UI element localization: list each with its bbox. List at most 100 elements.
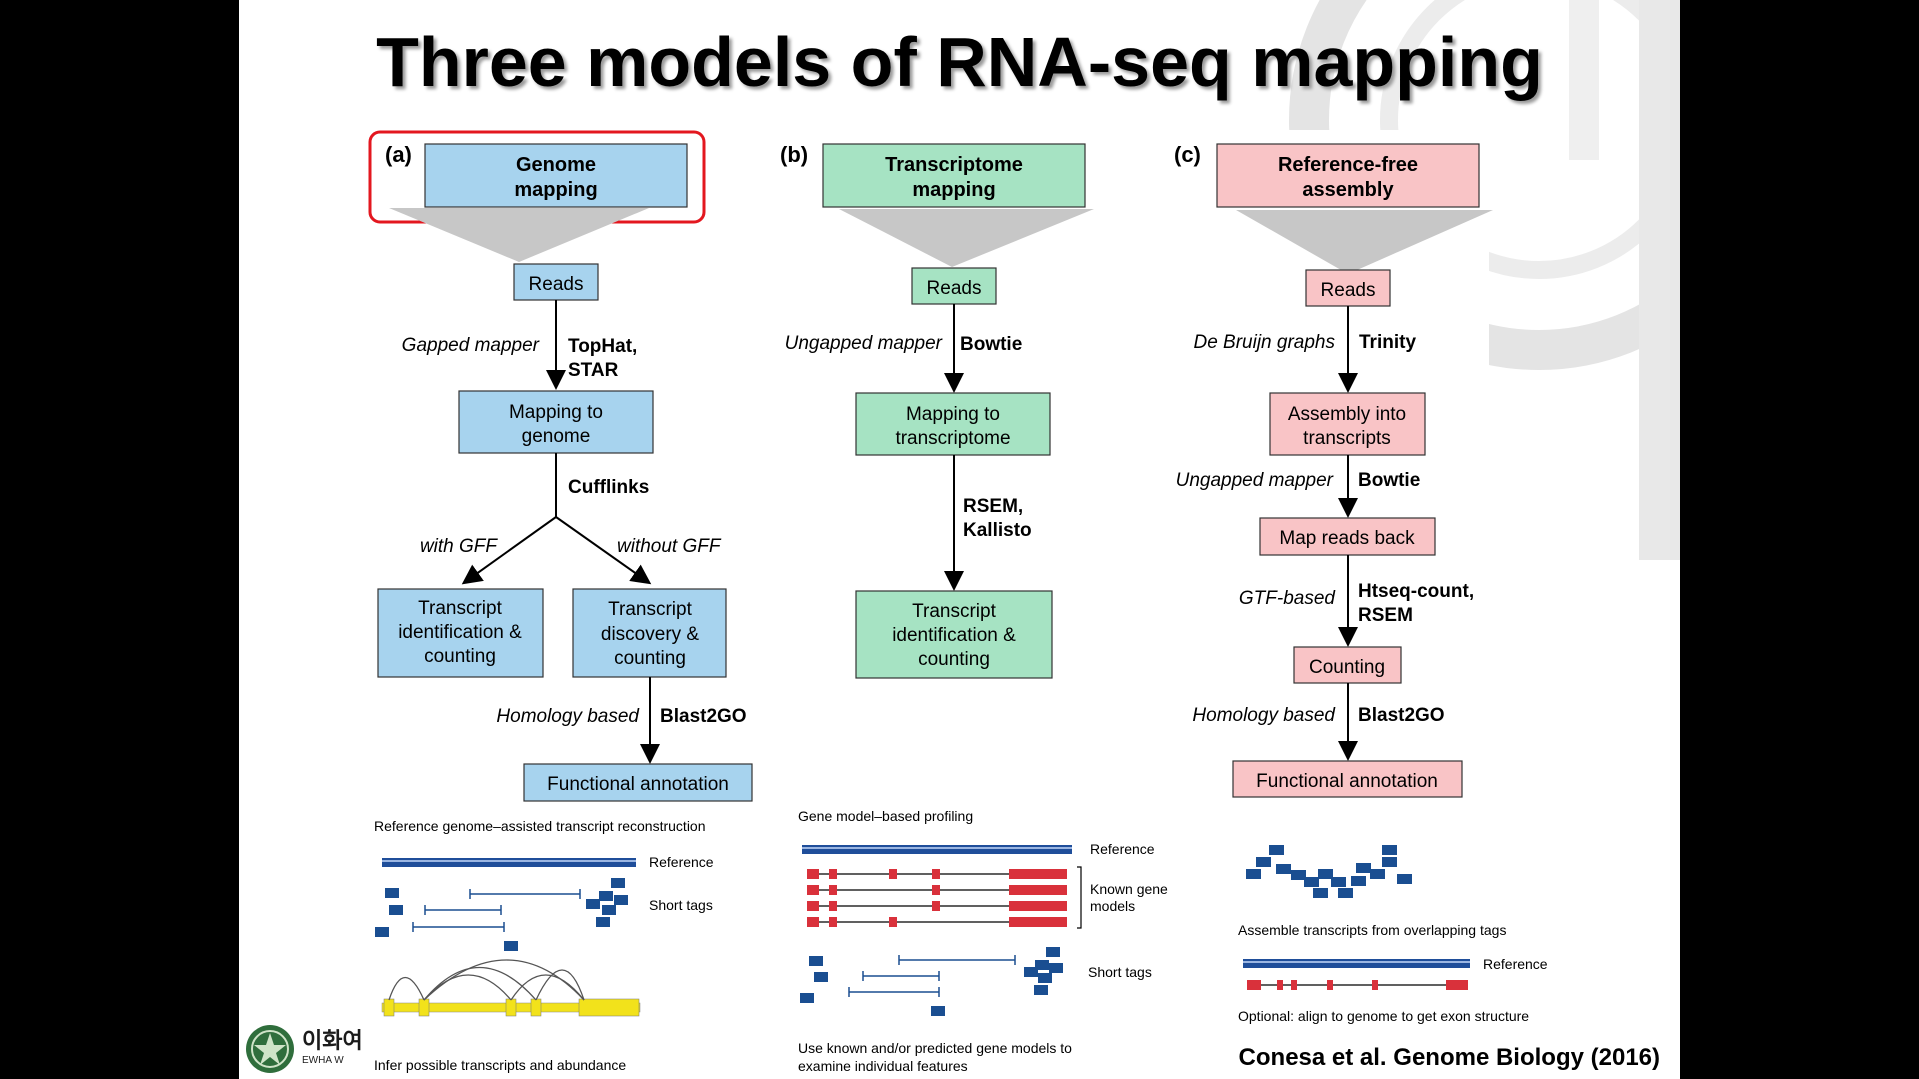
reference-bar (1243, 959, 1470, 968)
panel-c-label: (c) (1174, 142, 1201, 167)
tophat-label: TopHat, (568, 336, 637, 357)
ungapped-mapper-label: Ungapped mapper (785, 333, 943, 354)
panel-b-label: (b) (780, 142, 808, 167)
mapping-to-genome-line1: Mapping to (509, 402, 603, 423)
mapping-to-genome-line2: genome (522, 426, 591, 447)
header-funnel (389, 208, 649, 262)
box-left-line1: Transcript (418, 598, 502, 619)
panel-a: (a) Genome mapping Reads Gapped mapper T… (368, 130, 753, 1073)
illus-b-known-line2: models (1090, 898, 1135, 914)
transcript-identification-box (855, 590, 1053, 679)
box3-line2: identification & (892, 625, 1016, 646)
reads-label: Reads (1321, 280, 1376, 301)
homology-based-label: Homology based (496, 706, 640, 727)
header-funnel (839, 209, 1094, 267)
blast2go-label: Blast2GO (1358, 705, 1445, 726)
reference-bar (802, 845, 1072, 854)
panel-c: (c) Reference-free assembly Reads De Bru… (1174, 142, 1548, 1024)
functional-annotation-label: Functional annotation (547, 774, 729, 795)
functional-annotation-label: Functional annotation (1256, 771, 1438, 792)
without-gff-label: without GFF (617, 536, 722, 557)
mapping-to-genome-box (458, 390, 654, 454)
box-right-line2: discovery & (601, 624, 700, 645)
kallisto-label: Kallisto (963, 520, 1032, 541)
transcriptome-mapping-line1: Transcriptome (885, 154, 1023, 176)
box2-line2: transcriptome (895, 428, 1010, 449)
with-gff-label: with GFF (420, 536, 498, 557)
box3-line3: counting (918, 649, 990, 670)
gapped-mapper-label: Gapped mapper (402, 335, 540, 356)
assembled-tags (1246, 845, 1412, 898)
illus-b-reference: Reference (1090, 841, 1155, 857)
map-reads-back-box (1259, 517, 1436, 556)
illus-b-caption-line2: examine individual features (798, 1058, 968, 1074)
reference-bar (382, 858, 636, 867)
ewha-logo: 이화여 EWHA WOM (244, 1023, 364, 1077)
transcript-identification-box (377, 588, 544, 678)
illus-a-caption: Infer possible transcripts and abundance (374, 1057, 626, 1073)
genome-mapping-line2: mapping (514, 179, 597, 201)
header-line1: Reference-free (1278, 154, 1418, 176)
short-tags (375, 878, 628, 951)
rsem-label: RSEM (1358, 605, 1413, 626)
panel-b: (b) Transcriptome mapping Reads Ungapped… (780, 142, 1168, 1074)
homology-based-label: Homology based (1192, 705, 1336, 726)
rsem-label: RSEM, (963, 496, 1023, 517)
reads-label: Reads (927, 278, 982, 299)
slide-title: Three models of RNA-seq mapping (376, 23, 1543, 101)
functional-annotation-box (523, 763, 753, 802)
header-line2: assembly (1302, 179, 1394, 201)
gtf-based-label: GTF-based (1239, 588, 1337, 609)
de-bruijn-label: De Bruijn graphs (1193, 332, 1335, 353)
illus-b-title: Gene model–based profiling (798, 808, 973, 824)
counting-box (1293, 646, 1402, 684)
arrow-without-gff (555, 516, 652, 585)
bowtie-label: Bowtie (960, 334, 1022, 355)
illus-c-assemble: Assemble transcripts from overlapping ta… (1238, 922, 1506, 938)
box-right-line1: Transcript (608, 599, 692, 620)
map-reads-back-label: Map reads back (1279, 528, 1415, 549)
box2-line2: transcripts (1303, 428, 1391, 449)
reads-box (911, 267, 997, 305)
illus-b-caption-line1: Use known and/or predicted gene models t… (798, 1040, 1072, 1056)
reference-free-assembly-box (1216, 143, 1480, 208)
box-left-line3: counting (424, 646, 496, 667)
transcript-discovery-box (572, 588, 727, 678)
genome-mapping-line1: Genome (516, 154, 596, 176)
logo-korean-text: 이화여 (302, 1029, 363, 1054)
bowtie-label: Bowtie (1358, 470, 1420, 491)
slide: Three models of RNA-seq mapping (a) Geno… (239, 0, 1680, 1079)
background-decoration (1289, 0, 1680, 560)
functional-annotation-box (1232, 760, 1463, 798)
short-tags (800, 947, 1063, 1016)
known-gene-models (807, 866, 1082, 929)
exon-structure (1247, 980, 1468, 990)
illus-a-short-tags: Short tags (649, 897, 713, 913)
illus-a-reference: Reference (649, 854, 714, 870)
illus-c-reference: Reference (1483, 956, 1548, 972)
rna-seq-diagram: (a) Genome mapping Reads Gapped mapper T… (299, 130, 1548, 1079)
star-label: STAR (568, 360, 619, 381)
htseq-label: Htseq-count, (1358, 581, 1474, 602)
blast2go-label: Blast2GO (660, 706, 747, 727)
logo-english-text: EWHA WOM (302, 1055, 344, 1066)
assembly-into-transcripts-box (1269, 392, 1426, 456)
transcriptome-mapping-line2: mapping (912, 179, 995, 201)
arrow-with-gff (461, 516, 557, 585)
illus-a-title: Reference genome–assisted transcript rec… (374, 818, 706, 834)
box-left-line2: identification & (398, 622, 522, 643)
genome-mapping-box (424, 143, 688, 208)
illus-b-short-tags: Short tags (1088, 964, 1152, 980)
panel-a-label: (a) (385, 142, 412, 167)
citation: Conesa et al. Genome Biology (2016) (1238, 1044, 1660, 1071)
box2-line1: Assembly into (1288, 404, 1406, 425)
counting-label: Counting (1309, 657, 1385, 678)
illus-c-caption: Optional: align to genome to get exon st… (1238, 1008, 1529, 1024)
trinity-label: Trinity (1359, 332, 1416, 353)
box3-line1: Transcript (912, 601, 996, 622)
box2-line1: Mapping to (906, 404, 1000, 425)
ewha-emblem-icon (246, 1025, 294, 1073)
ungapped-mapper-label: Ungapped mapper (1176, 470, 1334, 491)
reads-box (1305, 269, 1391, 307)
transcriptome-mapping-box (822, 143, 1086, 208)
